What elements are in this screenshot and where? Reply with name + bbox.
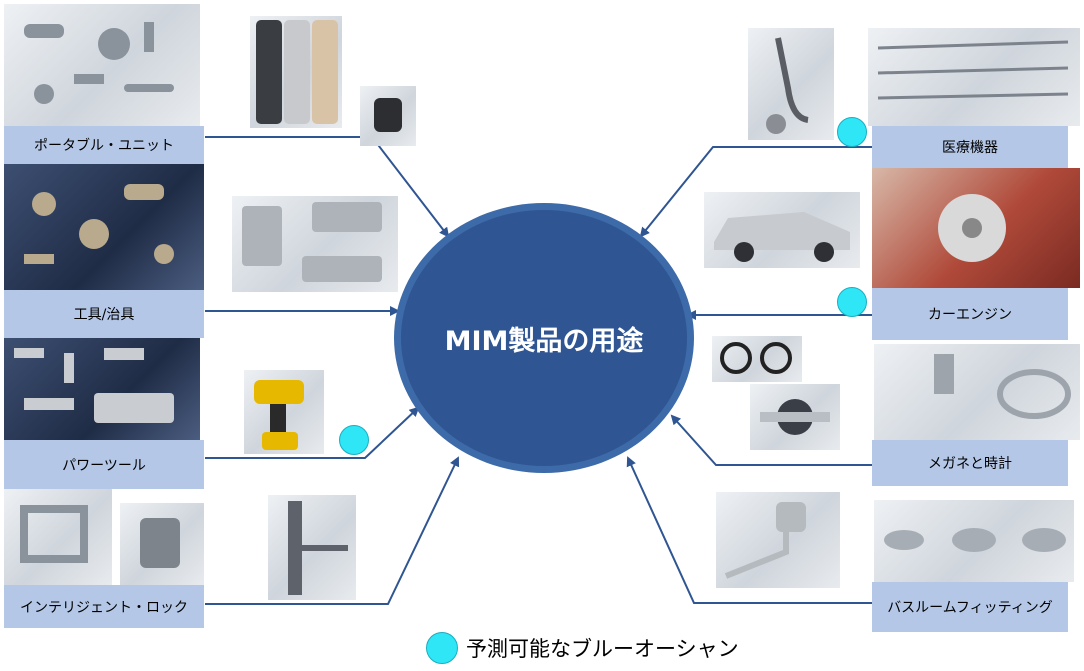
label-power-tools: パワーツール (4, 440, 204, 489)
blue-ocean-dot-power-tools (339, 425, 369, 455)
label-car-engine: カーエンジン (872, 288, 1068, 340)
glasses-photo (712, 336, 802, 382)
metal-parts-photo (4, 4, 200, 126)
turbine-photo (872, 168, 1080, 288)
label-tools-jigs: 工具/治具 (4, 290, 204, 338)
blue-ocean-dot-car-engine (837, 287, 867, 317)
hub-circle: MIM製品の用途 (394, 203, 694, 473)
legend-dot (426, 632, 458, 664)
door-lock-photo (268, 495, 356, 600)
gripper-photo (232, 196, 398, 292)
arrow-glasses (670, 414, 872, 466)
label-medical-devices: 医療機器 (872, 126, 1068, 168)
tool-parts-photo (4, 164, 204, 290)
faucet-photo (716, 492, 840, 588)
arrow-powertools (205, 406, 420, 459)
arrow-lock (205, 456, 460, 605)
label-intelligent-lock: インテリジェント・ロック (4, 585, 204, 628)
label-portable-unit: ポータブル・ユニット (4, 126, 204, 164)
lock-part-photo (120, 503, 204, 585)
powertool-parts-photo (4, 338, 200, 440)
car-photo (704, 192, 860, 268)
smartwatch-photo (360, 86, 416, 146)
arrow-medical (639, 146, 872, 238)
handles-photo (874, 500, 1074, 582)
label-glasses-watches: メガネと時計 (872, 440, 1068, 486)
arrow-bathroom (626, 456, 872, 604)
lock-housing-photo (4, 489, 112, 585)
hub-title: MIM製品の用途 (444, 325, 644, 357)
smartphone-photo (250, 16, 342, 128)
stethoscope-photo (748, 28, 834, 140)
surgical-tools-photo (868, 28, 1080, 126)
watch-photo (750, 384, 840, 450)
eyewear-parts-photo (874, 344, 1080, 440)
legend-label: 予測可能なブルーオーシャン (466, 637, 739, 661)
legend: 予測可能なブルーオーシャン (426, 632, 739, 664)
label-bathroom-fittings: バスルームフィッティング (872, 582, 1068, 632)
drill-photo (244, 370, 324, 454)
blue-ocean-dot-medical (837, 117, 867, 147)
